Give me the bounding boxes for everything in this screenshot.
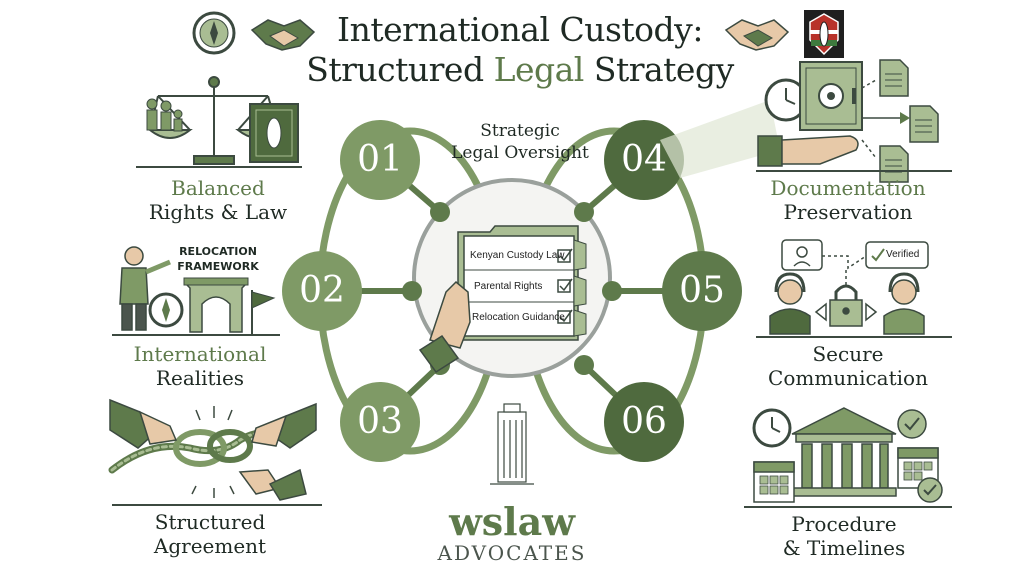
- title-line-2-suffix: Strategy: [583, 50, 734, 89]
- family-icon: [146, 98, 183, 132]
- person-pointing-icon: [119, 246, 171, 331]
- tension-marks: [191, 406, 235, 498]
- dashed-links: [822, 255, 867, 288]
- center-label: Strategic Legal Oversight: [420, 120, 620, 164]
- center-label-line-2: Legal Oversight: [451, 143, 589, 163]
- caption-line-2: FRAMEWORK: [177, 260, 259, 273]
- check-icon: [897, 409, 927, 439]
- light-beam: [660, 100, 780, 178]
- clock-icon: [752, 408, 792, 448]
- verified-badge-box: [865, 241, 929, 269]
- checklist-item-1: Kenyan Custody Law: [470, 250, 565, 261]
- checklist-folder-icon: [418, 225, 587, 374]
- safe-icon: [799, 61, 863, 131]
- secure-label: Secure Communication: [748, 342, 948, 390]
- arch-icon: [183, 277, 249, 333]
- divider: [112, 504, 322, 506]
- check-icon: [871, 248, 885, 262]
- procedure-label-line-1: Procedure: [791, 512, 897, 536]
- node-05-label: 05: [679, 270, 725, 311]
- international-label-line-1: International: [133, 342, 267, 366]
- balanced-label: Balanced Rights & Law: [118, 176, 318, 224]
- node-01-label: 01: [357, 139, 403, 180]
- international-label-line-2: Realities: [155, 366, 245, 390]
- node-03-label: 03: [357, 401, 403, 442]
- calendar-icon: [897, 447, 939, 489]
- page-title: International Custody: Structured Legal …: [270, 10, 770, 90]
- kenya-shield-icon: [804, 10, 844, 58]
- padlock-icon: [829, 284, 863, 327]
- divider: [112, 334, 280, 336]
- divider: [756, 170, 952, 172]
- node-04-label: 04: [621, 139, 667, 180]
- brand-name: wslaw: [449, 499, 575, 544]
- book-icon: [249, 103, 299, 163]
- hands-icon: [109, 398, 317, 501]
- divider: [744, 506, 952, 508]
- chat-bubble-icon: [781, 239, 823, 271]
- arrow-connectors: [861, 79, 910, 159]
- secure-label-line-2: Communication: [768, 366, 928, 390]
- flag-icon: [251, 290, 276, 334]
- caption-line-1: RELOCATION: [179, 245, 257, 258]
- center-label-line-1: Strategic: [480, 121, 560, 141]
- joint-dots: [402, 202, 622, 375]
- structured-label-line-1: Structured: [154, 510, 266, 534]
- balanced-label-line-1: Balanced: [171, 176, 265, 200]
- documentation-label: Documentation Preservation: [748, 176, 948, 224]
- compass-icon: [192, 11, 236, 55]
- node-06-label: 06: [621, 401, 667, 442]
- headset-agent-icon: [769, 272, 811, 335]
- checklist-item-2: Parental Rights: [474, 281, 543, 292]
- title-accent: Legal: [493, 50, 585, 89]
- balanced-label-line-2: Rights & Law: [148, 200, 288, 224]
- structured-label-line-2: Agreement: [153, 534, 267, 558]
- divider: [756, 336, 952, 338]
- double-arrow: [814, 302, 878, 322]
- courthouse-icon: [791, 407, 897, 497]
- secure-label-line-1: Secure: [812, 342, 884, 366]
- procedure-label: Procedure & Timelines: [744, 512, 944, 560]
- check-icon: [917, 477, 943, 503]
- building-icon: [490, 403, 534, 485]
- handshake-icon: [724, 19, 790, 51]
- title-line-1: International Custody:: [337, 10, 703, 49]
- international-label: International Realities: [100, 342, 300, 390]
- procedure-label-line-2: & Timelines: [782, 536, 906, 560]
- calendar-icon: [753, 461, 795, 503]
- handshake-icon: [250, 19, 316, 51]
- title-line-2: Structured Legal Strategy: [270, 50, 770, 90]
- structured-label: Structured Agreement: [110, 510, 310, 558]
- document-icon: [879, 59, 939, 183]
- hand-icon: [757, 135, 859, 167]
- node-circles: [282, 120, 742, 462]
- relocation-caption: RELOCATION FRAMEWORK: [168, 244, 268, 274]
- documentation-label-line-1: Documentation: [770, 176, 926, 200]
- brand-subtitle: ADVOCATES: [437, 541, 587, 565]
- verified-badge: Verified: [886, 249, 920, 260]
- compass-icon: [148, 292, 184, 328]
- checklist-item-3: Relocation Guidance: [472, 312, 565, 323]
- documentation-label-line-2: Preservation: [783, 200, 913, 224]
- title-line-2-prefix: Structured: [306, 50, 494, 89]
- headset-agent-icon: [883, 272, 925, 335]
- node-02-label: 02: [299, 270, 345, 311]
- divider: [136, 166, 302, 168]
